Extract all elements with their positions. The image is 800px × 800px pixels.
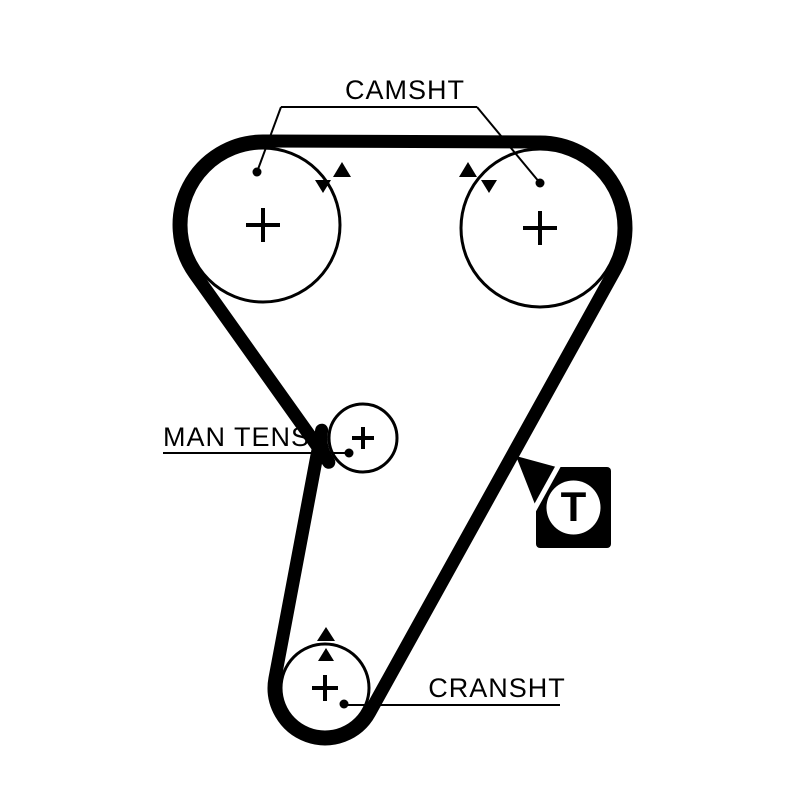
badge-slit (527, 459, 564, 519)
camshaft-pulley-left (184, 146, 342, 304)
camshaft-right-dot (535, 178, 545, 188)
crankshaft-pulley (279, 642, 371, 734)
crankshaft-center-mark (312, 675, 338, 701)
tensioner-center-mark (352, 427, 374, 449)
badge-circle (546, 480, 601, 535)
badge-letter: T (561, 483, 587, 530)
timing-mark-up-icon (318, 648, 334, 661)
camshaft-right-center-mark (523, 211, 557, 245)
crankshaft-label: CRANSHT (428, 673, 566, 703)
tensioner-dot (344, 448, 354, 458)
timing-mark-up-icon (317, 627, 335, 641)
camshaft-pulley-right (459, 147, 621, 309)
crankshaft-dot (339, 699, 349, 709)
timing-mark-up-icon (459, 162, 477, 177)
timing-belt (172, 134, 633, 746)
camshaft-leader-left (256, 106, 282, 173)
camshaft-leader-right (476, 106, 541, 184)
tensioner-badge: T (516, 456, 611, 548)
camshaft-left-dot (252, 167, 262, 177)
timing-mark-down-icon (315, 180, 331, 193)
tensioner-pulley (327, 402, 399, 474)
camshaft-left-center-mark (246, 208, 280, 242)
tensioner-label: MAN TENS (163, 422, 310, 452)
timing-mark-down-icon (481, 180, 497, 193)
camshaft-label: CAMSHT (345, 75, 465, 105)
timing-mark-up-icon (333, 162, 351, 177)
